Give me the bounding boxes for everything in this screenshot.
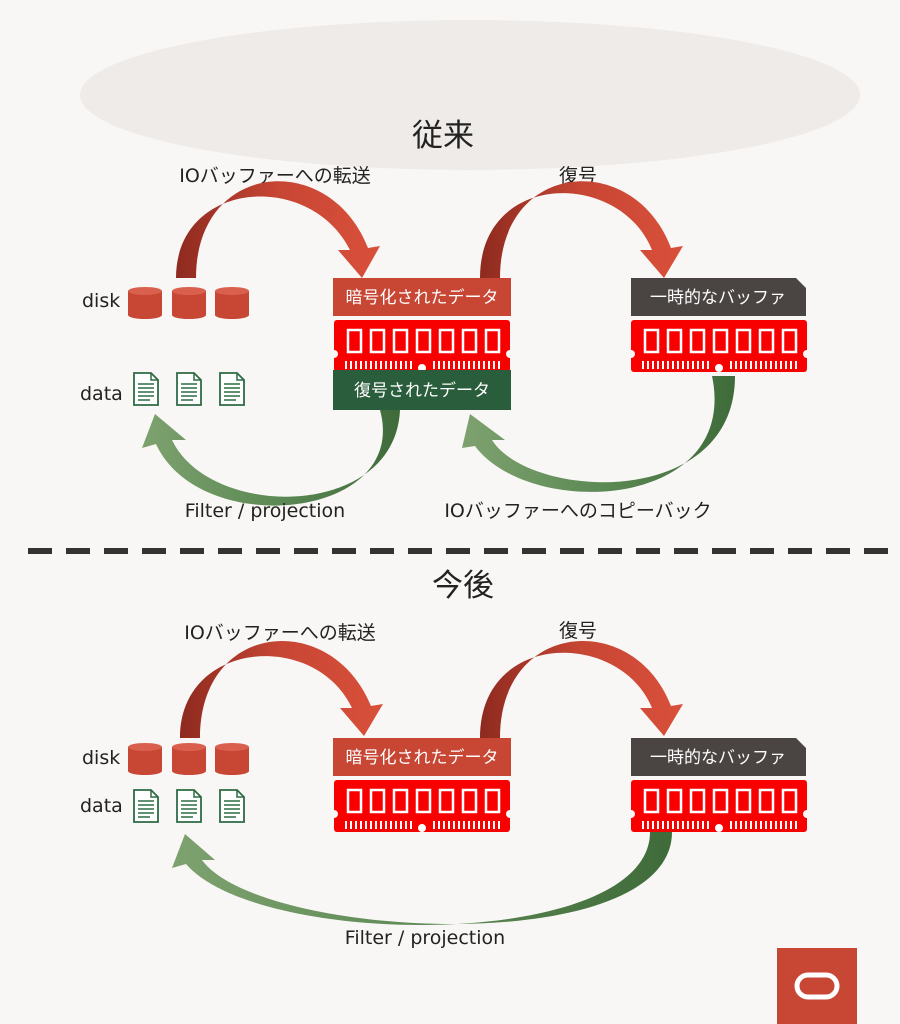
encrypted-data-box [333,278,511,316]
temp-buffer-box [631,738,806,776]
after-title: 今後 [432,568,494,604]
after-data-label: data [80,795,123,817]
memory-chip-icon [328,778,516,834]
encrypted-data-box [333,738,511,776]
document-icon [219,372,245,406]
before-filter-label: Filter / projection [185,500,345,522]
filter-arrow [172,832,672,925]
decrypt-arrow [480,181,683,278]
encrypted-data-label: 暗号化されたデータ [346,287,499,308]
temp-buffer-label: 一時的なバッファ [650,288,786,308]
disk-icon [215,287,249,319]
before-title: 従来 [412,118,474,154]
before-transfer-label: IOバッファーへの転送 [179,165,371,187]
after-disk-label: disk [82,747,120,769]
disk-icon [172,287,206,319]
document-icon [133,372,159,406]
after-decrypt-label: 復号 [559,620,597,642]
filter-arrow [142,410,400,506]
transfer-arrow [180,640,383,738]
disk-icon [128,287,162,319]
after-filter-label: Filter / projection [345,927,505,949]
document-icon [133,789,159,823]
disk-icon [215,743,249,775]
temp-buffer-box [631,278,806,316]
oracle-logo [777,948,857,1024]
encrypted-data-label: 暗号化されたデータ [346,747,499,768]
decrypt-arrow [480,640,683,738]
disk-icon [128,743,162,775]
memory-chip-icon [625,318,813,374]
document-icon [176,789,202,823]
document-icon [219,789,245,823]
document-icon [176,372,202,406]
oracle-logo-icon [794,972,840,1000]
background-texture [80,20,860,170]
decrypted-data-label: 復号されたデータ [354,380,490,401]
before-data-label: data [80,383,123,405]
before-disk-label: disk [82,290,120,312]
memory-chip-icon [328,318,516,374]
memory-chip-icon [625,778,813,834]
copyback-label: IOバッファーへのコピーバック [444,500,711,522]
transfer-arrow [176,181,380,278]
temp-buffer-label: 一時的なバッファ [650,748,786,768]
after-transfer-label: IOバッファーへの転送 [184,622,376,644]
disk-icon [172,743,206,775]
decrypted-data-box [333,370,511,410]
